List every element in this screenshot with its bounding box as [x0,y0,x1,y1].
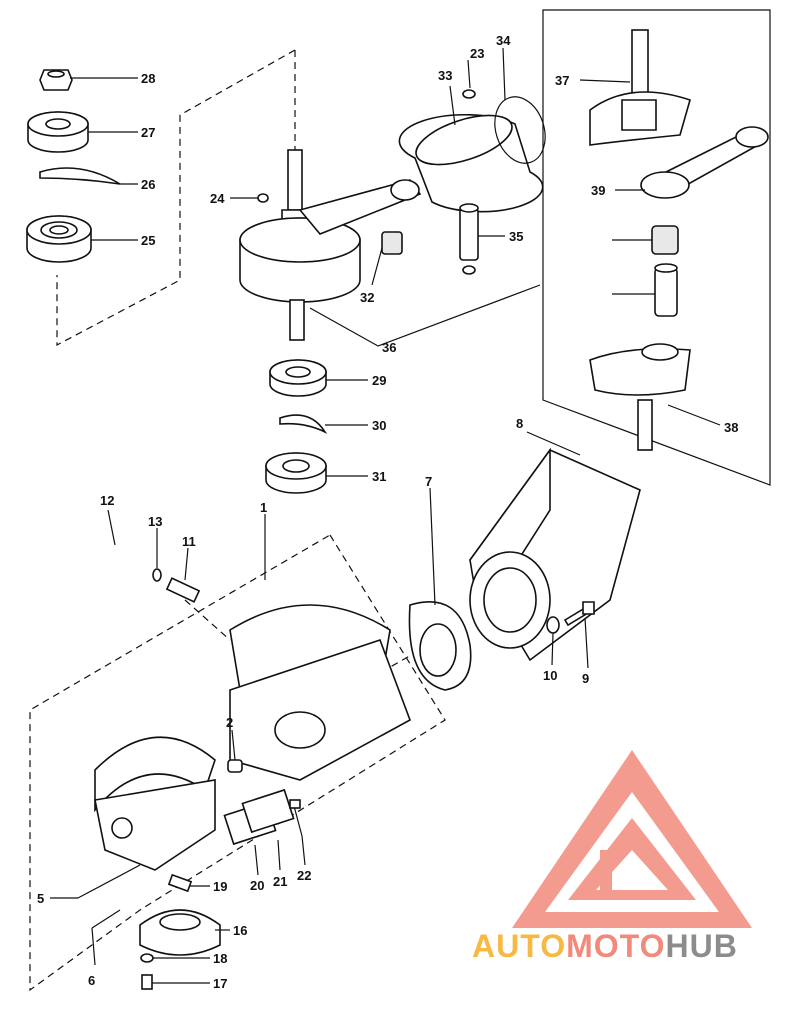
label-22: 24 [210,191,225,206]
ball-bearing-29 [265,452,327,494]
label-36: 38 [724,420,738,435]
label-27: 29 [372,373,386,388]
fitting-17 [167,873,193,893]
key-22 [257,193,269,203]
bolt-6 [91,909,121,929]
crank-half-35 [589,29,691,146]
needle-bearing-30 [381,231,403,255]
bearing-cage-14 [139,909,221,956]
label-18: 20 [250,878,264,893]
wordmark-auto: AUTO [472,928,566,964]
label-29: 31 [372,469,386,484]
label-24: 26 [141,177,155,192]
label-16: 18 [213,951,227,966]
piston-31 [398,113,544,213]
label-1: 1 [260,500,267,515]
screw-15 [141,974,153,990]
retaining-ring-24 [39,167,121,185]
crank-half-36 [589,343,691,451]
label-15: 17 [213,976,227,991]
lockwasher-10 [546,616,560,634]
label-28: 30 [372,418,386,433]
label-23: 25 [141,233,155,248]
label-5: 5 [37,891,44,906]
locknut-26 [39,69,73,91]
label-37: 39 [591,183,605,198]
label-13: 13 [148,514,162,529]
retaining-ring-28 [279,414,328,434]
dowel-pin-2 [227,759,243,773]
label-11: 11 [182,534,196,549]
reed-plate-18-19 [223,788,295,846]
housing-8 [469,447,641,662]
crankcase-1 [229,604,411,781]
part-labels: 28 27 26 25 24 32 23 34 33 35 36 29 30 3… [37,33,738,991]
label-19: 21 [273,874,287,889]
svg-text:AUTOMOTOHUB: AUTOMOTOHUB [472,928,738,964]
label-20: 22 [297,868,311,883]
gasket-7 [408,601,472,691]
label-30: 32 [360,290,374,305]
bolt-5 [77,864,141,899]
label-32: 34 [496,33,511,48]
retainer-clip-21 [462,89,476,275]
label-21: 23 [470,46,484,61]
connecting-rod-37 [640,126,769,199]
label-8: 8 [516,416,523,431]
label-10: 10 [543,668,557,683]
label-35: 37 [555,73,569,88]
inset-frame [542,9,771,486]
label-17: 19 [213,879,227,894]
label-33: 35 [509,229,523,244]
label-34: 36 [382,340,396,355]
crank-pin-39 [654,263,678,317]
clip-13 [152,568,162,582]
crankshaft-34 [239,149,422,341]
crankcase-cover [94,736,216,871]
label-31: 33 [438,68,452,83]
fitting-11 [165,577,201,603]
leader-lines [50,47,721,984]
oil-seal-25 [27,111,89,153]
automotohub-logo [512,750,752,928]
needle-bearing-38 [651,225,679,255]
label-7: 7 [425,474,432,489]
label-25: 27 [141,125,155,140]
label-6: 6 [88,973,95,988]
automotohub-wordmark: AUTOMOTOHUB [472,928,738,964]
ball-bearing-27 [269,359,327,397]
bolt-9 [563,601,595,627]
piston-pin-33 [459,203,479,261]
label-2: 2 [226,715,233,730]
screw-20 [289,799,303,837]
washer-16 [140,953,154,963]
label-14: 16 [233,923,247,938]
label-9: 9 [582,671,589,686]
bleed-hose-12 [66,536,152,630]
ball-bearing-23 [26,215,92,263]
wordmark-hub: HUB [665,928,737,964]
piston-ring-32 [494,96,546,164]
label-26: 28 [141,71,155,86]
wordmark-moto: MOTO [566,928,665,964]
label-12: 12 [100,493,114,508]
